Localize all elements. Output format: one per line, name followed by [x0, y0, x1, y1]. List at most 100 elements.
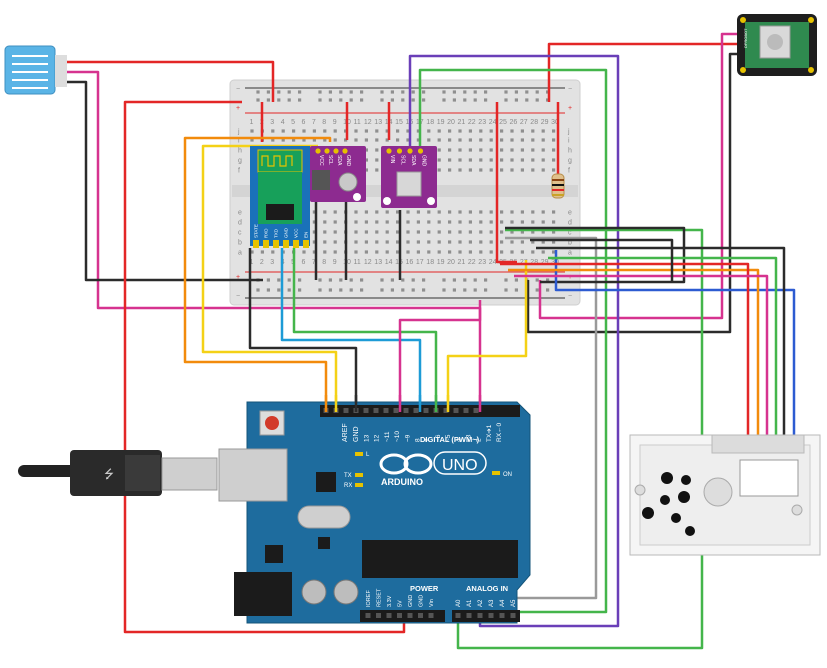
module-pin-label: GND	[420, 155, 426, 167]
wire-magenta-dht-data[interactable]	[55, 70, 482, 412]
module-pin-label: VCC	[318, 155, 324, 166]
breadboard-hole	[437, 158, 441, 162]
breadboard-hole	[520, 210, 524, 214]
breadboard-hole	[489, 240, 493, 244]
wire-black-dust-3[interactable]	[530, 238, 674, 282]
co2-sensor-hole-2	[808, 17, 814, 23]
wire-green-scl[interactable]	[418, 68, 608, 614]
breadboard-hole	[552, 129, 556, 133]
column-number-top: 6	[302, 119, 306, 126]
wire-cyan-bt[interactable]	[280, 248, 422, 412]
resistor[interactable]	[551, 173, 565, 199]
breadboard-hole	[489, 220, 493, 224]
dust-sensor[interactable]	[629, 434, 821, 556]
breadboard-hole	[323, 138, 327, 142]
rail-hole	[256, 98, 260, 102]
wire-red-dht-vcc[interactable]	[55, 60, 275, 102]
co2-sensor[interactable]: DFROBOT	[737, 14, 817, 76]
module-pin-label: SDA	[410, 155, 416, 166]
wire-red-dust[interactable]	[500, 262, 750, 440]
uno-model-label: UNO	[442, 457, 478, 474]
breadboard-hole	[302, 138, 306, 142]
rail-hole	[473, 288, 477, 292]
rail-hole	[328, 288, 332, 292]
wire-green-bt[interactable]	[292, 248, 438, 412]
header-pin	[488, 613, 494, 618]
arduino-reset-button[interactable]	[265, 416, 279, 430]
breadboard-hole	[510, 220, 514, 224]
header-pin	[428, 613, 434, 618]
breadboard-hole	[510, 158, 514, 162]
rail-hole	[504, 98, 508, 102]
wire-yellow-bt[interactable]	[201, 144, 338, 412]
power-pin-label: 5V	[398, 600, 404, 607]
header-pin	[418, 613, 423, 618]
digital-pin-label: ~9	[404, 434, 411, 442]
breadboard-hole	[396, 230, 400, 234]
breadboard-hole	[552, 220, 556, 224]
wire-black-dust-1[interactable]	[505, 226, 686, 284]
wire-black-dht-gnd[interactable]	[55, 80, 263, 282]
rail-hole	[390, 278, 394, 282]
power-pin-label: GND	[408, 595, 414, 607]
wire-green-dust[interactable]	[548, 256, 778, 440]
rail-hole	[328, 98, 332, 102]
wire-magenta-dust[interactable]	[514, 274, 769, 440]
tx-led	[355, 473, 363, 477]
breadboard-hole	[500, 220, 504, 224]
column-number-bottom: 16	[406, 259, 414, 266]
breadboard-hole	[500, 168, 504, 172]
column-number-top: 13	[374, 119, 382, 126]
column-number-bottom: 23	[478, 259, 486, 266]
wire-red-co2-vcc[interactable]	[547, 42, 737, 102]
wire-black-dust-2[interactable]	[536, 246, 786, 440]
wire-red-5v[interactable]	[123, 100, 406, 634]
wire-purple-sda[interactable]	[408, 54, 620, 628]
breadboard-hole	[458, 148, 462, 152]
rail-hole	[411, 288, 415, 292]
bluetooth-pin-label: GND	[284, 227, 289, 238]
breadboard-hole	[364, 210, 368, 214]
wire-black-co2-gnd[interactable]	[526, 52, 737, 334]
rail-hole	[401, 278, 405, 282]
header-pin	[473, 408, 479, 413]
wire-magenta-d10[interactable]	[398, 300, 482, 412]
wire-orange-bt[interactable]	[183, 136, 332, 412]
rail-hole	[504, 90, 508, 94]
sensor-module-hole-2	[427, 197, 435, 205]
breadboard-hole	[385, 230, 389, 234]
rail-hole	[360, 90, 364, 94]
bottom-minus-label: −	[236, 293, 240, 300]
breadboard-hole	[531, 240, 535, 244]
breadboard-hole	[510, 168, 514, 172]
wire-yellow-d7[interactable]	[446, 260, 528, 412]
breadboard-hole	[510, 138, 514, 142]
rail-hole	[452, 98, 456, 102]
rail-hole	[298, 288, 302, 292]
wire-magenta-co2-data[interactable]	[538, 32, 737, 320]
dht-sensor[interactable]	[4, 45, 67, 95]
co2-sensor-hole-3	[740, 67, 746, 73]
breadboard-hole	[333, 129, 337, 133]
rail-hole	[339, 90, 343, 94]
column-number-bottom: 8	[322, 259, 326, 266]
wire-black-bt-gnd[interactable]	[248, 248, 358, 412]
wire-green-a0[interactable]	[456, 228, 704, 650]
breadboard-hole	[375, 240, 379, 244]
wire-red-rail-right[interactable]	[495, 102, 517, 264]
breadboard-hole	[520, 220, 524, 224]
breadboard-hole	[364, 148, 368, 152]
wire-orange-dust[interactable]	[508, 268, 760, 440]
column-number-top: 23	[478, 119, 486, 126]
breadboard-hole	[458, 220, 462, 224]
header-pin	[373, 408, 379, 413]
rail-hole	[401, 98, 405, 102]
dust-sensor-lens	[703, 477, 733, 507]
column-number-top: 11	[354, 119, 361, 126]
column-number-bottom: 18	[426, 259, 434, 266]
digital-pin-label: 2	[476, 438, 483, 442]
